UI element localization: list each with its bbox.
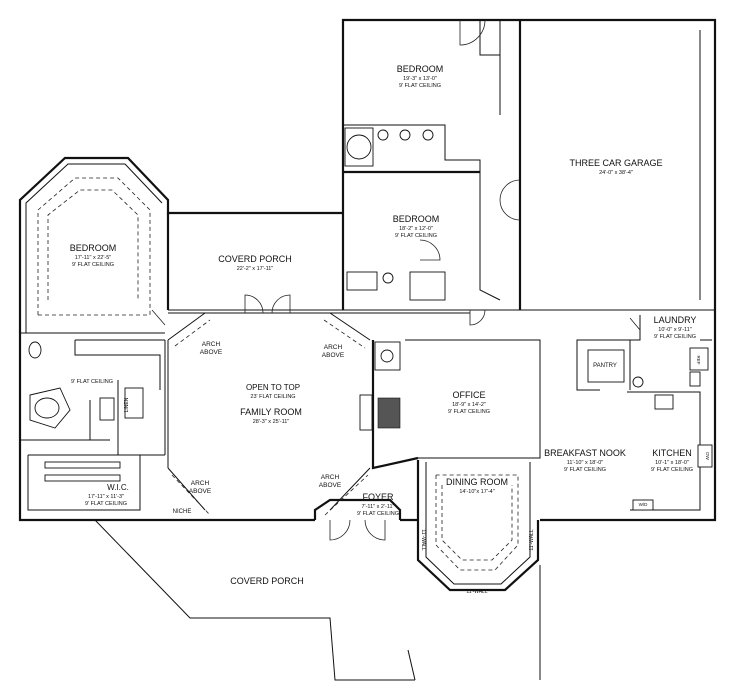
arch-label-2: ARCH [324, 344, 343, 351]
office-name: OFFICE [453, 390, 486, 400]
family-room-dims: 28'-3" x 25'-11" [253, 419, 290, 425]
family-room-name: FAMILY ROOM [240, 407, 302, 417]
open-to-top-note: OPEN TO TOP [246, 383, 300, 392]
ref-label: REF [696, 356, 701, 365]
kitchen-name: KITCHEN [652, 448, 692, 458]
bedroom-top-ceiling: 9' FLAT CEILING [399, 83, 441, 89]
niche-label: NICHE [173, 509, 192, 515]
wall-11-bottom: 11'-WALL [466, 589, 487, 595]
garage-dims: 24'-0" x 38'-4" [599, 170, 633, 176]
foyer-name: FOYER [362, 492, 394, 502]
bedroom-left-ceiling: 9' FLAT CEILING [72, 262, 114, 268]
exterior-walls [18, 18, 717, 592]
dw-label: DW [705, 452, 710, 460]
office-ceiling: 9' FLAT CEILING [448, 409, 490, 415]
porch-front-name: COVERD PORCH [230, 576, 304, 586]
arch-label-3: ARCH [191, 480, 210, 487]
annotations: 9' FLAT CEILING ARCH ABOVE ARCH ABOVE AR… [71, 341, 710, 595]
wall-11-right: 11'-WALL [529, 529, 535, 550]
pantry-label: PANTRY [593, 363, 617, 369]
bedroom-mid-name: BEDROOM [393, 214, 440, 224]
wd-label: W/D [639, 502, 648, 507]
kitchen-dims: 10'-1" x 18'-0" [655, 460, 689, 466]
linen-label: LINEN [124, 397, 130, 412]
front-porch-outline [94, 519, 541, 681]
interior-walls [20, 20, 715, 511]
porch-back-dims: 22'-2" x 17'-11" [237, 266, 274, 272]
porch-back-name: COVERD PORCH [218, 254, 292, 264]
dining-dims: 14'-10"x 17'-4" [459, 489, 494, 495]
bedroom-left-dims: 17'-11" x 22'-5" [75, 255, 112, 261]
room-labels: BEDROOM 19'-3" x 13'-0" 9' FLAT CEILING … [70, 64, 697, 586]
fixtures [28, 30, 713, 511]
wic-name: W.I.C. [107, 483, 129, 492]
wall-11-left: 11'-WALL [420, 529, 426, 550]
nook-name: BREAKFAST NOOK [544, 448, 626, 458]
nook-ceiling: 9' FLAT CEILING [564, 467, 606, 473]
bedroom-mid-ceiling: 9' FLAT CEILING [395, 233, 437, 239]
above-label-4: ABOVE [319, 482, 342, 489]
ceiling-lines [37, 177, 519, 571]
foyer-dims: 7'-11" x 2'-11" [361, 504, 394, 510]
wic-ceiling: 9' FLAT CEILING [85, 501, 127, 507]
nook-dims: 11'-10" x 18'-0" [567, 460, 604, 466]
bedroom-top-dims: 19'-3" x 13'-0" [403, 76, 437, 82]
doors [151, 19, 641, 541]
arch-label-4: ARCH [321, 474, 340, 481]
laundry-name: LAUNDRY [654, 315, 697, 325]
bedroom-mid-dims: 18'-2" x 12'-0" [399, 226, 433, 232]
kitchen-ceiling: 9' FLAT CEILING [651, 467, 693, 473]
bedroom-top-name: BEDROOM [397, 64, 444, 74]
bath-ceiling-note: 9' FLAT CEILING [71, 379, 113, 385]
wic-dims: 17'-11" x 11'-3" [88, 494, 124, 500]
bedroom-left-name: BEDROOM [70, 243, 117, 253]
dining-name: DINING ROOM [446, 477, 508, 487]
office-dims: 18'-9" x 14'-2" [452, 402, 486, 408]
flat-23-note: 23' FLAT CEILING [250, 394, 295, 400]
laundry-dims: 10'-0" x 9'-11" [658, 327, 691, 333]
laundry-ceiling: 9' FLAT CEILING [654, 334, 696, 340]
above-label-3: ABOVE [189, 488, 212, 495]
garage-name: THREE CAR GARAGE [569, 158, 662, 168]
above-label-1: ABOVE [200, 349, 223, 356]
above-label-2: ABOVE [322, 352, 345, 359]
foyer-ceiling: 9' FLAT CEILING [357, 511, 399, 517]
arch-label-1: ARCH [202, 341, 221, 348]
